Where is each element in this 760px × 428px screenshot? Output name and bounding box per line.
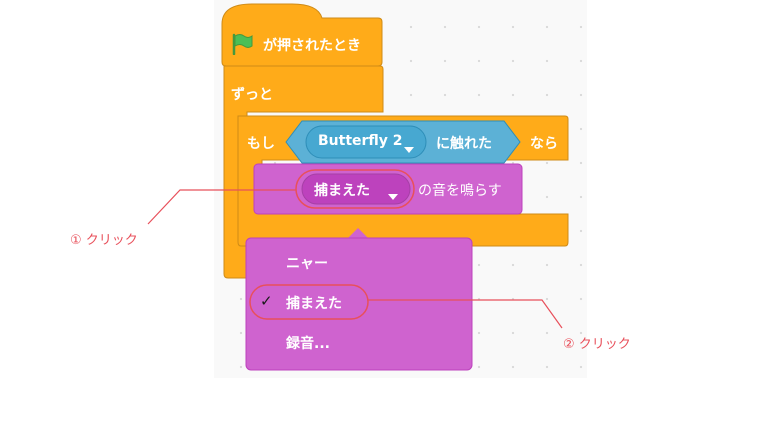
menu-shape xyxy=(245,237,473,371)
sound-block-label: の音を鳴らす xyxy=(418,183,502,199)
sound-dropdown-value: 捕まえた xyxy=(314,183,370,199)
menu-item-meow[interactable]: ニャー xyxy=(246,242,472,282)
sound-dropdown[interactable]: 捕まえた xyxy=(302,174,410,204)
chevron-down-icon xyxy=(388,186,398,205)
highlight-ring-2 xyxy=(249,284,369,320)
menu-arrow xyxy=(348,228,368,238)
if-block-prefix[interactable]: もし xyxy=(247,136,275,152)
forever-block-label[interactable]: ずっと xyxy=(231,87,273,103)
leader-line-1 xyxy=(147,189,296,225)
menu-item-record[interactable]: 録音... xyxy=(246,322,472,362)
menu-item-label: 録音... xyxy=(286,336,330,352)
green-flag-icon[interactable] xyxy=(230,33,254,59)
hat-block-label: が押されたとき xyxy=(263,38,361,54)
sound-dropdown-shape xyxy=(301,173,411,205)
highlight-ring-1 xyxy=(295,169,415,209)
sprite-dropdown-shape xyxy=(305,125,427,159)
checkmark-icon: ✓ xyxy=(260,292,273,310)
menu-item-label: 捕まえた xyxy=(286,296,342,312)
touching-label: に触れた xyxy=(436,136,492,152)
menu-item-label: ニャー xyxy=(286,256,328,272)
chevron-down-icon xyxy=(404,139,414,158)
sprite-dropdown[interactable]: Butterfly 2 xyxy=(306,126,426,158)
sound-menu: ニャー ✓ 捕まえた 録音... xyxy=(246,238,472,370)
if-block-suffix: なら xyxy=(530,136,558,152)
leader-line-2 xyxy=(368,299,563,329)
annotation-step-2: ② クリック xyxy=(563,337,631,352)
menu-item-caught[interactable]: ✓ 捕まえた xyxy=(246,282,472,322)
annotation-step-1: ① クリック xyxy=(70,233,138,248)
hat-block-shape xyxy=(221,3,383,67)
sprite-dropdown-value: Butterfly 2 xyxy=(318,133,403,149)
